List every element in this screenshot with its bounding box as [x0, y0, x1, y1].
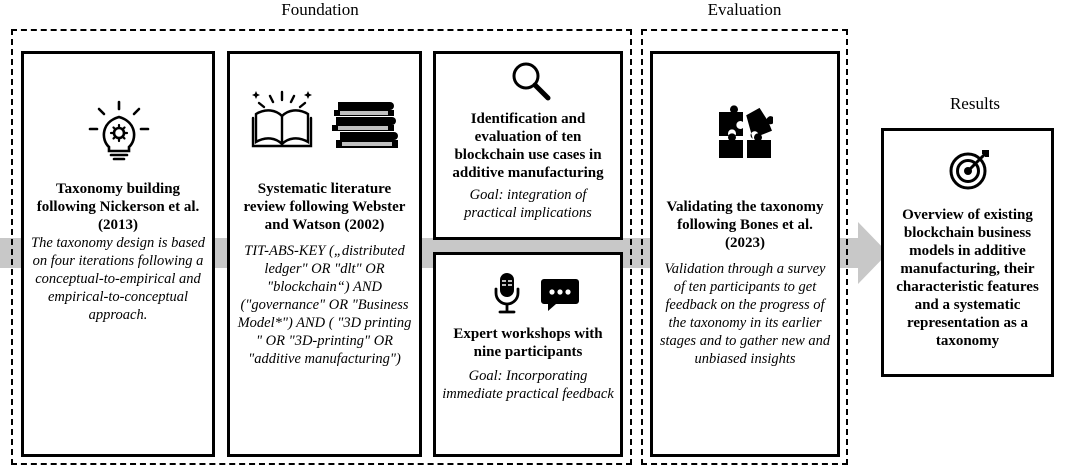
chat-bubble-icon	[541, 279, 579, 311]
usecases-body: Goal: integration of practical implicati…	[464, 187, 592, 221]
validation-box: Validating the taxonomy following Bones …	[650, 51, 840, 457]
validation-text: Validating the taxonomy following Bones …	[659, 198, 831, 368]
literature-text: Systematic literature review following W…	[236, 180, 413, 368]
book-stack-icon	[332, 102, 398, 148]
validation-title: Validating the taxonomy following Bones …	[666, 199, 824, 251]
magnifier-icon	[512, 62, 551, 101]
taxonomy-body: The taxonomy design is based on four ite…	[31, 235, 205, 323]
usecases-title: Identification and evaluation of ten blo…	[452, 111, 604, 181]
section-title-evaluation: Evaluation	[707, 0, 782, 19]
literature-title: Systematic literature review following W…	[243, 181, 406, 233]
taxonomy-box: Taxonomy building following Nickerson et…	[21, 51, 215, 457]
microphone-icon	[494, 273, 520, 314]
results-text: Overview of existing blockchain business…	[890, 206, 1045, 350]
taxonomy-text: Taxonomy building following Nickerson et…	[30, 180, 206, 324]
foundation-group	[11, 29, 632, 465]
taxonomy-title: Taxonomy building following Nickerson et…	[36, 181, 200, 233]
validation-body: Validation through a survey of ten parti…	[659, 261, 831, 367]
open-book-icon	[251, 90, 313, 148]
workshops-title: Expert workshops with nine participants	[453, 326, 603, 360]
usecases-text: Identification and evaluation of ten blo…	[442, 110, 614, 222]
section-title-foundation: Foundation	[281, 0, 359, 19]
results-title: Overview of existing blockchain business…	[896, 207, 1039, 349]
literature-body: TIT-ABS-KEY („distributed ledger" OR "dl…	[237, 243, 412, 367]
target-icon	[949, 150, 989, 190]
puzzle-icon	[719, 105, 773, 158]
results-box: Overview of existing blockchain business…	[881, 128, 1054, 377]
arrow-head	[858, 222, 888, 284]
workshops-box: Expert workshops with nine participants …	[433, 252, 623, 457]
evaluation-group	[641, 29, 848, 465]
literature-box: Systematic literature review following W…	[227, 51, 422, 457]
usecases-box: Identification and evaluation of ten blo…	[433, 51, 623, 240]
workshops-body: Goal: Incorporating immediate practical …	[442, 368, 614, 402]
workshops-text: Expert workshops with nine participants …	[442, 325, 614, 403]
lightbulb-gear-icon	[88, 100, 150, 161]
section-title-results: Results	[949, 94, 1001, 113]
